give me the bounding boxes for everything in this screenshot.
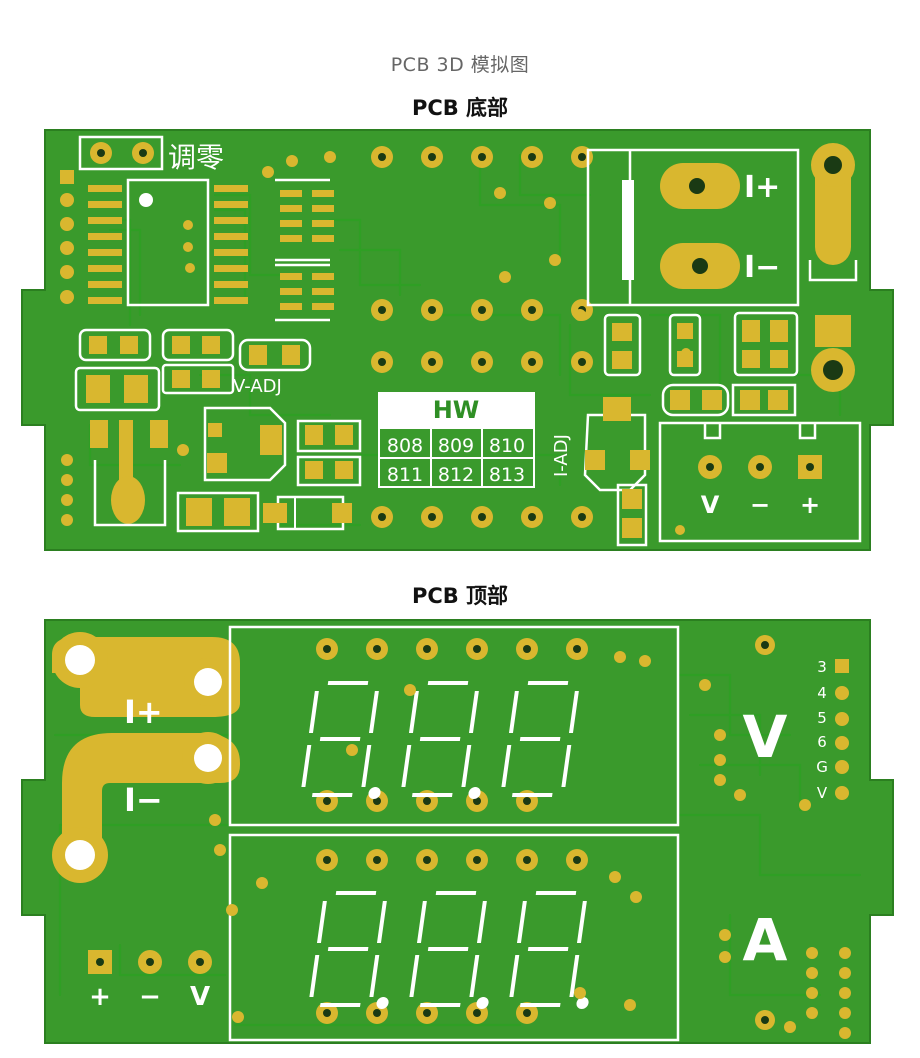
conn-label-minus-top: − — [139, 982, 161, 1012]
top-board-title: PCB 顶部 — [411, 584, 509, 608]
current-digits — [309, 891, 589, 1009]
voltage-display-outline — [228, 625, 680, 827]
smd-left-group — [74, 328, 312, 412]
conn-label-minus: − — [750, 491, 770, 519]
model-808: 808 — [387, 435, 423, 457]
conn-label-v: V — [701, 491, 720, 519]
label-v-adj: V-ADJ — [233, 376, 282, 397]
current-display-pads-top — [316, 849, 588, 871]
pcb-bottom-board: 调零 — [21, 129, 894, 551]
model-813: 813 — [489, 464, 525, 486]
vias-top — [209, 635, 811, 1033]
display-pads-row1 — [371, 146, 593, 168]
label-i-minus-top: I− — [124, 781, 163, 819]
i-adj-pot — [583, 397, 650, 547]
shunt-hole-minus-2 — [65, 840, 95, 870]
shunt-hole-plus-2 — [194, 668, 222, 696]
left-pin-header — [60, 170, 74, 304]
pin-number-4: 4 — [817, 684, 827, 702]
model-table: 808 809 810 811 812 813 — [380, 429, 533, 486]
model-812: 812 — [438, 464, 474, 486]
zero-pad-2-hole — [139, 149, 147, 157]
vias — [177, 151, 691, 535]
shunt-silk-bar — [622, 180, 634, 280]
conn-label-plus: + — [800, 491, 820, 519]
pcb-top-board: I+ I− — [21, 619, 894, 1044]
shunt-hole-minus-1 — [194, 744, 222, 772]
board-outline-top — [21, 619, 894, 1044]
current-display-outline — [228, 833, 680, 1042]
label-i-plus-top: I+ — [124, 693, 163, 731]
zero-label: 调零 — [168, 141, 224, 174]
unit-amp: A — [743, 906, 788, 974]
pin-number-3: 3 — [817, 658, 827, 676]
page-title: PCB 3D 模拟图 — [390, 54, 530, 76]
pin-number-6: 6 — [817, 733, 827, 751]
model-809: 809 — [438, 435, 474, 457]
right-pin-header — [835, 659, 849, 800]
label-i-adj: I-ADJ — [551, 434, 572, 477]
pin-number-5: 5 — [817, 709, 827, 727]
ic-small — [275, 178, 334, 322]
shunt-footprint — [586, 148, 800, 307]
pin-label-g: G — [816, 758, 828, 776]
connector-footprint — [658, 421, 862, 543]
model-810: 810 — [489, 435, 525, 457]
bottom-right-pins — [806, 947, 851, 1039]
ic-soic — [88, 178, 248, 307]
label-i-minus: I− — [744, 250, 780, 285]
zero-adjust-footprint — [78, 135, 164, 171]
voltage-digits — [301, 681, 579, 799]
display-pads-row3 — [371, 351, 593, 373]
voltage-display-pads-top — [316, 638, 588, 660]
label-i-plus: I+ — [744, 170, 780, 205]
unit-volt: V — [743, 703, 788, 771]
zero-pad-1-hole — [97, 149, 105, 157]
right-smd-pad — [815, 315, 851, 347]
regulator-footprint — [203, 406, 362, 531]
display-pads-row4 — [371, 506, 593, 528]
bottom-connector-pads — [88, 950, 212, 974]
pin-label-v: V — [817, 784, 828, 802]
conn-label-v-top: V — [190, 982, 210, 1012]
conn-label-plus-top: + — [89, 982, 111, 1012]
bottom-board-title: PCB 底部 — [411, 96, 509, 120]
current-display-pads-bottom — [316, 1002, 538, 1024]
left-bottom-parts — [61, 420, 260, 533]
model-811: 811 — [387, 464, 423, 486]
shunt-hole-plus-1 — [65, 645, 95, 675]
logo-hw: HW — [433, 396, 480, 424]
